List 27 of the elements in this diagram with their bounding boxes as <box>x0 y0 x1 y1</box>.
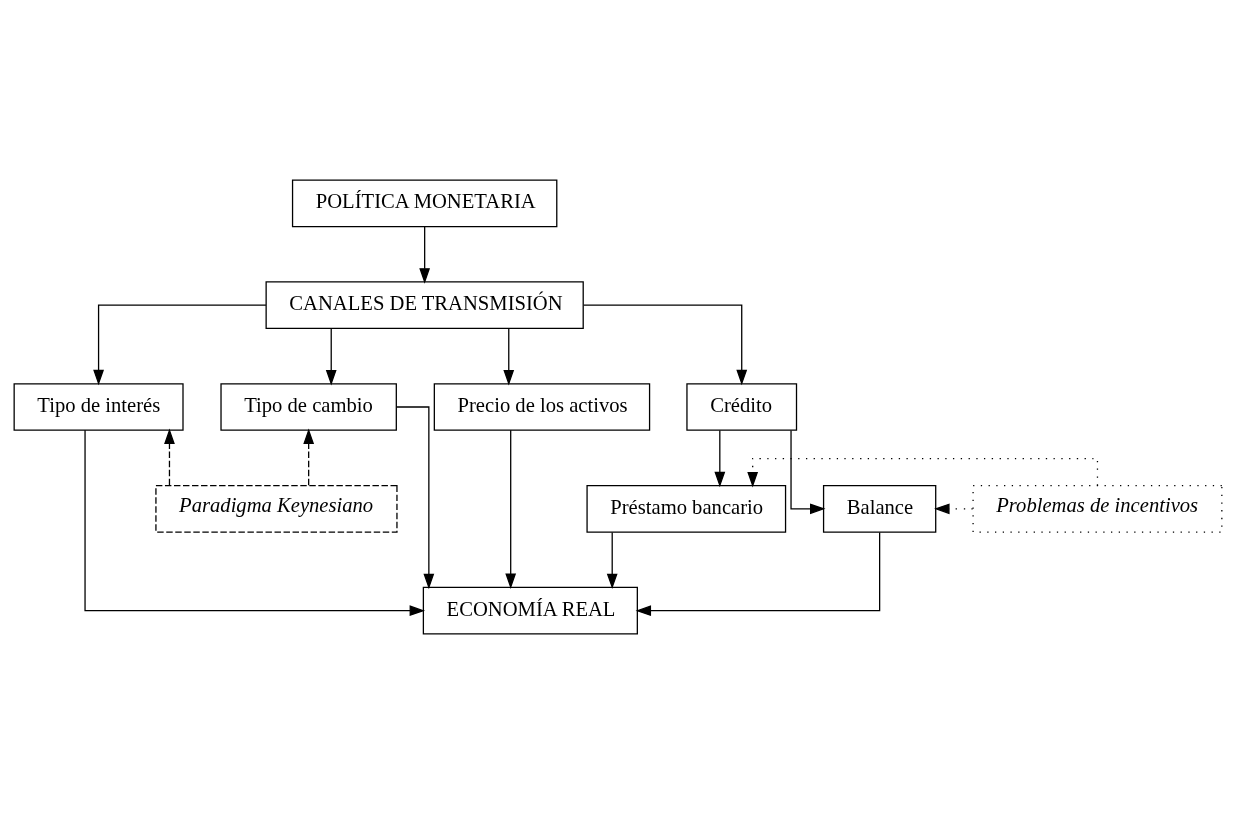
node-box: Préstamo bancario <box>586 484 787 533</box>
arrow <box>325 328 337 386</box>
arrow <box>84 429 426 617</box>
arrow <box>790 429 826 515</box>
node-box: Problemas de incentivos <box>972 484 1223 533</box>
arrow <box>419 226 431 284</box>
arrow <box>583 304 748 386</box>
node-box: Balance <box>822 484 937 533</box>
arrow <box>635 531 881 617</box>
arrow <box>747 457 1099 488</box>
arrow <box>93 304 267 386</box>
node-box: Tipo de cambio <box>220 383 397 431</box>
node-box: ECONOMÍA REAL <box>422 586 638 635</box>
node-box: Crédito <box>686 383 798 431</box>
arrow <box>396 406 435 590</box>
node-box: Precio de los activos <box>433 383 651 431</box>
arrow <box>503 328 515 386</box>
arrow <box>934 503 974 515</box>
node-box: Tipo de interés <box>13 383 184 431</box>
arrow <box>164 428 175 486</box>
arrow <box>303 428 315 486</box>
arrow <box>505 429 517 589</box>
node-box: Paradigma Keynesiano <box>155 484 398 533</box>
node-box: CANALES DE TRANSMISIÓN <box>265 281 584 330</box>
node-box: POLÍTICA MONETARIA <box>291 179 558 228</box>
arrow <box>606 531 618 590</box>
arrow <box>714 429 726 488</box>
